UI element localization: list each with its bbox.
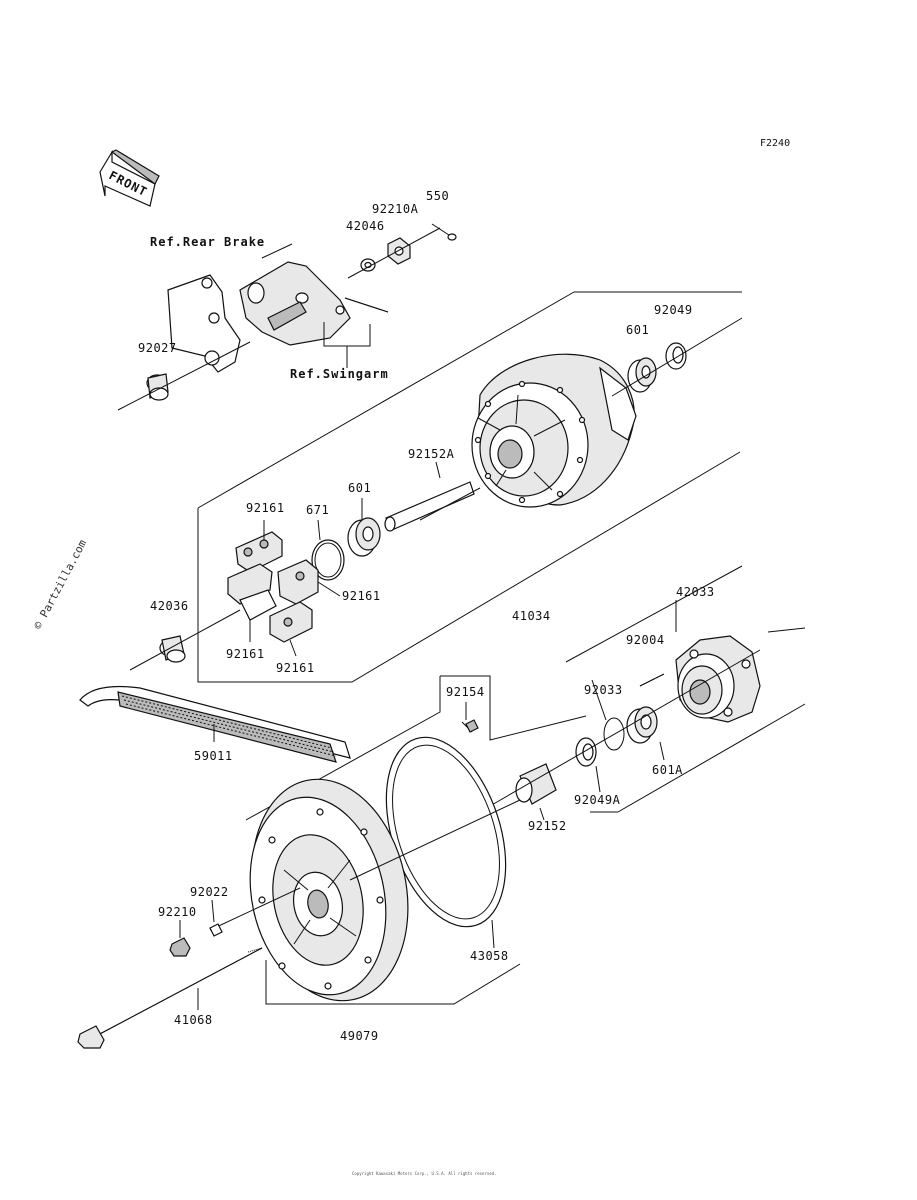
part-label-92049: 92049 xyxy=(654,303,693,317)
part-label-92033: 92033 xyxy=(584,683,623,697)
watermark: © Partzilla.com xyxy=(31,537,89,631)
brake-bracket-group xyxy=(117,223,457,411)
part-label-42046: 42046 xyxy=(346,219,385,233)
hub-group xyxy=(129,291,743,683)
part-label-49079: 49079 xyxy=(340,1029,379,1043)
part-label-92161-top: 92161 xyxy=(246,501,285,515)
part-label-550: 550 xyxy=(426,189,449,203)
ref-swingarm: Ref.Swingarm xyxy=(290,367,389,381)
footer-copyright: Copyright Kawasaki Motors Corp., U.S.A. … xyxy=(352,1171,497,1176)
part-label-41034: 41034 xyxy=(512,609,551,623)
part-label-92152A: 92152A xyxy=(408,447,455,461)
diagram-code: F2240 xyxy=(760,138,790,149)
part-label-42036: 42036 xyxy=(150,599,189,613)
part-label-92154: 92154 xyxy=(446,685,485,699)
ref-rear-brake: Ref.Rear Brake xyxy=(150,235,265,249)
part-label-92161-bottom: 92161 xyxy=(276,661,315,675)
part-label-601-top: 601 xyxy=(626,323,649,337)
part-label-92027: 92027 xyxy=(138,341,177,355)
part-label-92152: 92152 xyxy=(528,819,567,833)
part-label-92022: 92022 xyxy=(190,885,229,899)
part-label-92161-left: 92161 xyxy=(226,647,265,661)
part-label-92004: 92004 xyxy=(626,633,665,647)
part-label-601-mid: 601 xyxy=(348,481,371,495)
part-label-59011: 59011 xyxy=(194,749,233,763)
part-label-92161-right: 92161 xyxy=(342,589,381,603)
front-arrow-icon: FRONT xyxy=(99,149,160,207)
sprocket-hub-group xyxy=(489,565,806,821)
part-label-43058: 43058 xyxy=(470,949,509,963)
part-label-42033: 42033 xyxy=(676,585,715,599)
part-label-41068: 41068 xyxy=(174,1013,213,1027)
part-label-601A: 601A xyxy=(652,763,683,777)
drive-belt xyxy=(79,685,351,763)
part-label-92210A: 92210A xyxy=(372,202,419,216)
part-label-92049A: 92049A xyxy=(574,793,621,807)
wheel-group xyxy=(77,675,587,1049)
part-label-671: 671 xyxy=(306,503,329,517)
part-label-92210: 92210 xyxy=(158,905,197,919)
